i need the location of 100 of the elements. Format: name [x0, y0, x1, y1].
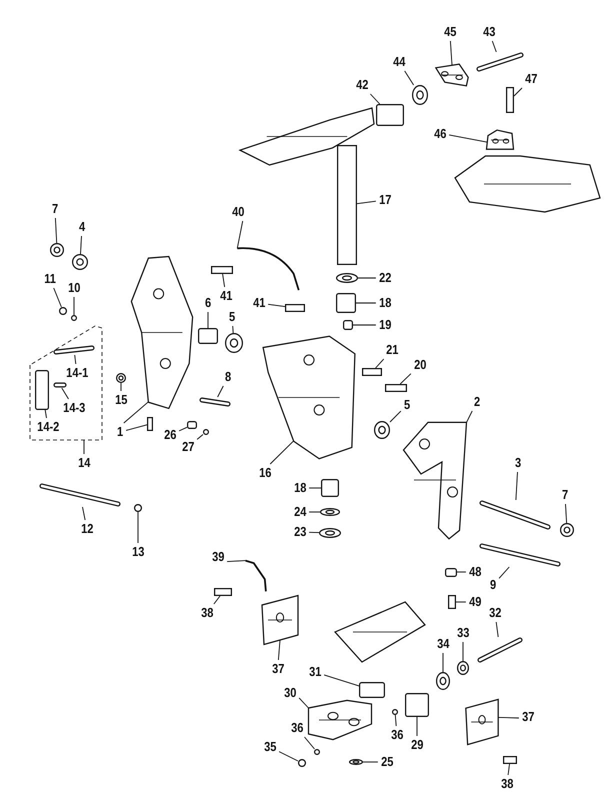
leader-line	[515, 472, 518, 500]
bolt	[211, 266, 233, 274]
callout-number: 23	[294, 525, 306, 539]
leader-line	[61, 388, 69, 400]
leader-line	[356, 302, 376, 304]
leader-line	[496, 622, 499, 638]
clip	[134, 504, 142, 512]
washer	[319, 528, 341, 538]
callout-number: 14-2	[36, 420, 60, 434]
callout-number: 8	[224, 370, 232, 384]
callout-number: 20	[414, 358, 426, 372]
wire	[245, 560, 267, 592]
callout-number: 7	[562, 488, 568, 502]
lower-mount	[305, 700, 375, 740]
leader-line	[236, 220, 244, 249]
pin	[54, 382, 66, 388]
bolt	[477, 52, 523, 72]
bolt	[480, 500, 550, 530]
callout-number: 11	[44, 272, 56, 286]
leader-line	[178, 426, 188, 432]
leader-line	[400, 373, 412, 384]
bolt	[506, 87, 514, 113]
clamp-bracket	[400, 420, 470, 540]
callout-number: 29	[410, 738, 424, 752]
leader-line	[450, 40, 452, 66]
mount-pad	[260, 595, 300, 645]
callout-number: 14-1	[66, 366, 88, 380]
nut	[59, 307, 67, 315]
leader-line	[74, 354, 76, 364]
plate	[464, 699, 500, 745]
washer	[203, 429, 209, 435]
leader-line	[442, 652, 444, 672]
leader-line	[53, 288, 62, 308]
nut	[50, 243, 64, 257]
callout-number: 19	[378, 318, 392, 332]
leader-line	[375, 358, 384, 368]
nut	[298, 759, 306, 767]
callout-number: 38	[200, 606, 214, 620]
seal	[436, 672, 450, 690]
clamp	[485, 129, 515, 151]
nut	[72, 254, 88, 270]
leader-line	[54, 218, 58, 244]
leader-line	[390, 410, 402, 422]
bolt	[147, 417, 153, 431]
bushing	[198, 328, 218, 344]
leader-line	[498, 566, 510, 579]
callout-number: 32	[488, 606, 502, 620]
leader-line	[308, 532, 320, 534]
callout-number: 26	[164, 428, 176, 442]
nut	[560, 523, 574, 537]
callout-number: 3	[514, 456, 522, 470]
callout-number: 14	[78, 456, 90, 470]
washer	[374, 421, 390, 439]
leader-line	[268, 304, 286, 308]
leader-line	[80, 236, 82, 254]
leader-line	[123, 401, 149, 424]
bushing	[336, 293, 356, 313]
flanged-bushing	[225, 333, 243, 353]
bolt	[214, 588, 232, 596]
callout-number: 24	[294, 505, 306, 519]
callout-number: 30	[284, 686, 296, 700]
callout-number: 33	[456, 626, 470, 640]
leader-line	[448, 134, 488, 143]
callout-number: 31	[308, 665, 322, 679]
callout-number: 18	[294, 481, 306, 495]
leader-line	[514, 88, 522, 96]
engine-mount-plate	[455, 156, 600, 212]
callout-number: 5	[228, 310, 236, 324]
callout-number: 44	[392, 55, 406, 69]
bushing	[405, 693, 429, 717]
leader-line	[370, 94, 380, 104]
leader-line	[356, 200, 376, 204]
leader-line	[126, 424, 148, 431]
callout-number: 37	[522, 710, 534, 724]
washer	[457, 661, 469, 675]
leader-line	[82, 506, 86, 520]
spring	[362, 368, 382, 376]
bolt	[503, 756, 517, 764]
steering-arm	[240, 108, 374, 165]
leader-line	[492, 40, 497, 52]
washer	[71, 315, 77, 321]
pin	[200, 397, 230, 407]
callout-number: 16	[258, 466, 272, 480]
callout-number: 25	[380, 755, 394, 769]
bushing	[321, 479, 339, 497]
callout-number: 34	[436, 637, 450, 651]
callout-number: 4	[78, 220, 86, 234]
rubber-block	[359, 682, 385, 698]
callout-number: 9	[490, 578, 496, 592]
washer	[336, 273, 358, 283]
leader-line	[304, 736, 315, 750]
callout-number: 10	[68, 281, 80, 295]
leader-line	[565, 504, 568, 524]
callout-number: 45	[444, 25, 456, 39]
callout-number: 17	[378, 193, 392, 207]
leader-line	[498, 716, 520, 718]
callout-number: 22	[378, 271, 392, 285]
callout-number: 35	[264, 740, 276, 754]
lower-bracket	[335, 602, 425, 662]
callout-number: 21	[386, 343, 398, 357]
